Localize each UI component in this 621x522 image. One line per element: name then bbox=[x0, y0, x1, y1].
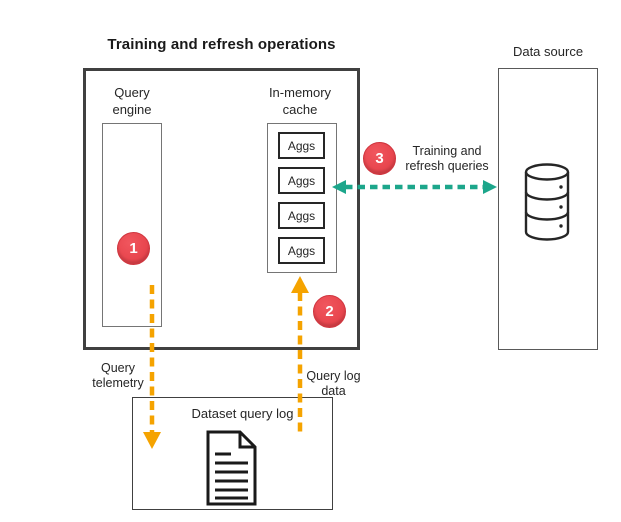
diagram-title: Training and refresh operations bbox=[107, 36, 336, 53]
data-source-box bbox=[498, 68, 598, 350]
dataset-query-log-label: Dataset query log bbox=[191, 406, 294, 421]
aggs-box: Aggs bbox=[278, 167, 325, 194]
training-refresh-operations-box bbox=[83, 68, 360, 350]
query-log-data-label: Query log data bbox=[306, 369, 361, 398]
in-memory-cache-box: Aggs Aggs Aggs Aggs bbox=[267, 123, 337, 273]
in-memory-cache-label: In-memory cache bbox=[268, 85, 332, 117]
query-engine-box bbox=[102, 123, 162, 327]
step-badge-1: 1 bbox=[117, 232, 150, 265]
aggs-box: Aggs bbox=[278, 202, 325, 229]
aggs-box: Aggs bbox=[278, 132, 325, 159]
step-badge-2: 2 bbox=[313, 295, 346, 328]
query-telemetry-label: Query telemetry bbox=[92, 361, 144, 390]
database-icon bbox=[524, 163, 570, 241]
aggs-box: Aggs bbox=[278, 237, 325, 264]
document-icon bbox=[206, 430, 257, 506]
training-refresh-queries-label: Training and refresh queries bbox=[405, 144, 489, 173]
step-badge-3: 3 bbox=[363, 142, 396, 175]
query-engine-label: Query engine bbox=[112, 85, 152, 117]
data-source-label: Data source bbox=[512, 44, 584, 59]
